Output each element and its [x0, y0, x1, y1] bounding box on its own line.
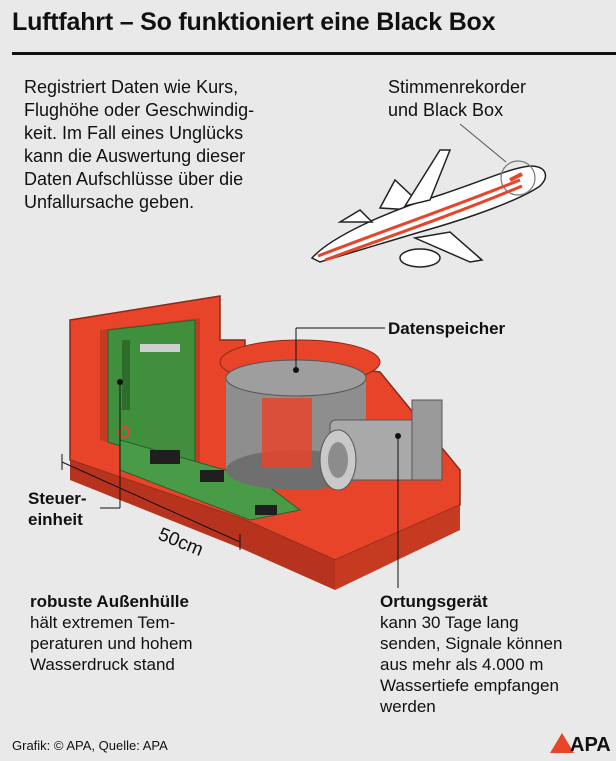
aussenhuelle-title: robuste Außenhülle [30, 592, 189, 611]
plane-label-line: und Black Box [388, 100, 504, 120]
ortungsgeraet-line: senden, Signale können [380, 634, 563, 653]
steuereinheit-line: einheit [28, 510, 83, 529]
dimension-line [61, 461, 241, 543]
plane-label-line: Stimmenrekorder [388, 77, 527, 97]
intro-line: kann die Auswertung dieser [24, 146, 246, 166]
steuereinheit-label: Steuer- einheit [28, 488, 87, 530]
aussenhuelle-line: hält extremen Tem- [30, 613, 176, 632]
ortungsgeraet-title: Ortungsgerät [380, 592, 488, 611]
aussenhuelle-line: peraturen und hohem [30, 634, 193, 653]
aussenhuelle-callout: robuste Außenhülle hält extremen Tem- pe… [30, 591, 280, 675]
intro-line: Flughöhe oder Geschwindig- [24, 100, 255, 120]
ortungsgeraet-line: kann 30 Tage lang [380, 613, 519, 632]
plane-label-leader [459, 123, 507, 163]
aussenhuelle-line: Wasserdruck stand [30, 655, 175, 674]
airplane-icon [310, 149, 547, 268]
steuereinheit-line: Steuer- [28, 489, 87, 508]
ortungsgeraet-line: Wassertiefe empfangen [380, 676, 559, 695]
ortungsgeraet-line: aus mehr als 4.000 m [380, 655, 544, 674]
plane-label: Stimmenrekorder und Black Box [388, 76, 588, 122]
intro-line: Registriert Daten wie Kurs, [24, 77, 239, 97]
intro-text: Registriert Daten wie Kurs, Flughöhe ode… [24, 76, 324, 214]
page-title: Luftfahrt – So funktioniert eine Black B… [12, 8, 496, 36]
datenspeicher-label: Datenspeicher [388, 319, 506, 338]
intro-line: Unfallursache geben. [24, 192, 195, 212]
ortungsgeraet-line: werden [380, 697, 436, 716]
ortungsgeraet-callout: Ortungsgerät kann 30 Tage lang senden, S… [380, 591, 610, 717]
intro-line: Daten Aufschlüsse über die [24, 169, 244, 189]
apa-logo: APA [550, 733, 610, 755]
title-divider [12, 52, 616, 55]
apa-logo-text: APA [570, 734, 610, 755]
footer-credit: Grafik: © APA, Quelle: APA [12, 738, 168, 753]
intro-line: keit. Im Fall eines Unglücks [24, 123, 244, 143]
circuit-board [107, 319, 302, 521]
